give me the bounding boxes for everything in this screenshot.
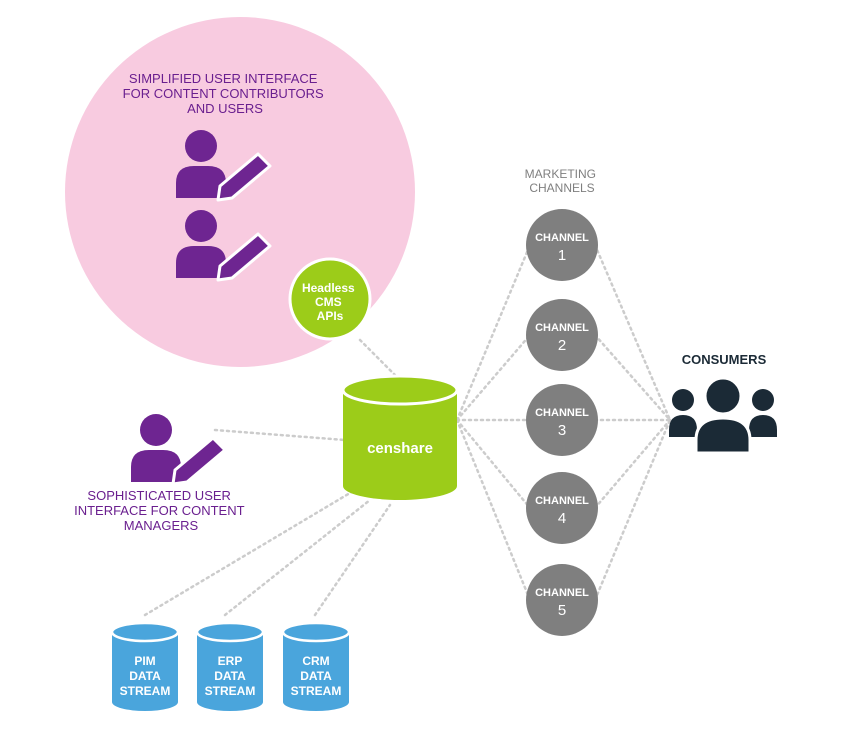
channel-number: 5 [558,602,566,619]
channel-number: 4 [558,510,566,527]
connector-line [593,418,672,510]
channel-node: CHANNEL 2 [526,299,598,371]
user-edit-icon [131,414,227,486]
data-stream-label: DATA [300,669,332,683]
connector-line [593,333,672,422]
channel-label: CHANNEL [535,232,589,244]
channel-number: 2 [558,337,566,354]
user-edit-icon [176,210,272,282]
channel-circle [526,564,598,636]
data-stream-label: STREAM [205,684,256,698]
svg-text:Headless CMS APIs: Headless CMS APIs [302,281,358,323]
simplified-ui-label: SIMPLIFIED USER INTERFACE FOR CONTENT CO… [123,71,328,116]
connector-line [358,338,397,377]
connector-line [143,488,357,617]
data-stream-label: CRM [302,654,329,668]
channel-label: CHANNEL [535,495,589,507]
channel-label: CHANNEL [535,322,589,334]
channel-number: 3 [558,422,566,439]
connector-line [593,418,672,602]
channel-circle [526,209,598,281]
channel-node: CHANNEL 5 [526,564,598,636]
data-stream-label: STREAM [291,684,342,698]
connector-line [455,333,532,422]
censhare-hub: censhare [341,374,459,500]
channel-node: CHANNEL 1 [526,209,598,281]
connector-line [313,503,392,617]
data-stream-label: ERP [218,654,243,668]
connector-line [455,418,532,602]
channel-number: 1 [558,247,566,264]
user-edit-icon [176,130,272,202]
connector-line [455,418,532,510]
data-stream-label: DATA [214,669,246,683]
channel-circle [526,472,598,544]
user-group-icon [669,376,777,455]
channel-node: CHANNEL 4 [526,472,598,544]
connector-line [213,428,347,442]
sophisticated-ui-label: SOPHISTICATED USER INTERFACE FOR CONTENT… [74,488,248,533]
connector-line [455,243,532,422]
channel-circle [526,299,598,371]
connector-line [223,498,372,617]
channel-label: CHANNEL [535,407,589,419]
data-stream-label: DATA [129,669,161,683]
channel-circle [526,384,598,456]
hub-label: censhare [367,440,433,457]
connector-line [593,243,672,422]
channel-label: CHANNEL [535,587,589,599]
headless-cms-node: Headless CMS APIs [288,257,372,341]
data-stream-label: PIM [134,654,155,668]
connector-lines [143,173,672,617]
data-stream-label: STREAM [120,684,171,698]
channel-node: CHANNEL 3 [526,384,598,456]
consumers-label: CONSUMERS [682,352,767,367]
marketing-channels-title: MARKETING CHANNELS [525,167,600,195]
